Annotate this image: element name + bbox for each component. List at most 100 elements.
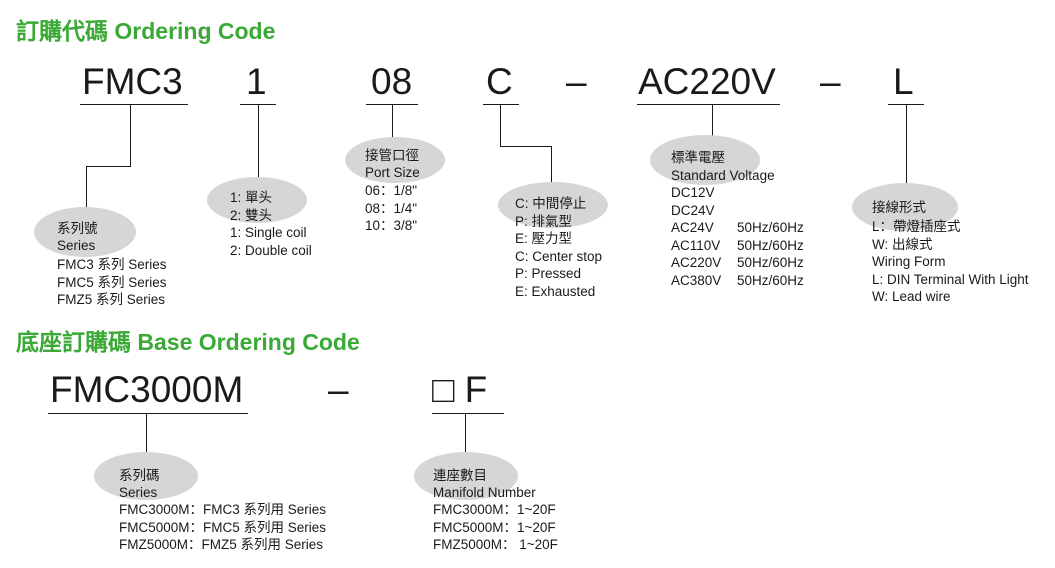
code-dash-2: – [820,61,841,102]
series-title-cn: 系列號 [57,221,98,236]
connector-position-v2 [551,146,552,186]
underline-position [483,104,519,105]
voltage-value: AC110V [671,237,721,253]
list-item: 10：3/8" [365,218,418,233]
list-item: 08：1/4" [365,200,418,216]
base-code-manifold: □ F [432,369,488,410]
list-item: DC24V [671,202,804,220]
voltage-title-en: Standard Voltage [671,168,775,183]
manifold-title-cn: 連座數目 [433,468,487,483]
series-label-blob [34,207,136,257]
list-item: C: Center stop [515,248,603,264]
list-item: P: 排氣型 [515,213,573,229]
list-item: FMZ5000M： 1~20F [433,537,558,552]
list-item: 1: Single coil [230,225,307,240]
code-voltage: AC220V [638,61,776,102]
ordering-code-title: 訂購代碼 Ordering Code [16,18,276,44]
code-series: FMC3 [82,61,183,102]
base-code-series: FMC3000M [50,369,244,410]
connector-series-h [86,166,131,167]
code-dash-1: – [566,61,587,102]
list-item: FMZ5 系列 Series [57,292,166,307]
base-series-title-cn: 系列碼 [119,468,160,483]
list-item: FMC3000M：FMC3 系列用 Series [119,502,327,517]
base-underline-manifold [432,413,504,414]
port-list: 06：1/8" 08：1/4" 10：3/8" [365,182,417,235]
port-label-blob [345,137,445,183]
voltage-value: DC12V [671,185,715,200]
list-item: FMC3 系列 Series [57,257,167,272]
connector-wiring [906,104,907,186]
list-item: AC24V 50Hz/60Hz [671,219,804,237]
list-item: W: Lead wire [872,289,951,304]
list-item: FMC5 系列 Series [57,274,167,290]
list-item: AC110V 50Hz/60Hz [671,237,804,255]
base-underline-series [48,413,248,414]
base-series-title-en: Series [119,485,158,500]
frequency-value: 50Hz/60Hz [737,272,804,288]
connector-position-v1 [500,104,501,146]
code-coil: 1 [246,61,267,102]
coil-list: 1: 單头 2: 雙头 1: Single coil 2: Double coi… [230,189,312,259]
code-position: C [486,61,513,102]
list-item: FMC5000M：1~20F [433,519,556,535]
frequency-value: 50Hz/60Hz [737,255,804,270]
list-item: W: 出線式 [872,236,933,252]
list-item: 1: 單头 [230,190,273,205]
series-list: FMC3 系列 Series FMC5 系列 Series FMZ5 系列 Se… [57,256,167,309]
base-series-label-blob [94,452,198,500]
list-item: C: 中間停止 [515,196,587,211]
base-ordering-code-title: 底座訂購碼 Base Ordering Code [16,329,360,355]
connector-series-v1 [130,104,131,166]
base-connector-series [146,413,147,453]
voltage-value: DC24V [671,202,715,218]
underline-series [80,104,188,105]
voltage-label-blob [650,135,760,185]
underline-voltage [637,104,780,105]
list-item: P: Pressed [515,266,582,281]
list-item: L: DIN Terminal With Light [872,271,1029,287]
list-item: 2: 雙头 [230,207,273,223]
voltage-title-cn: 標準電壓 [671,150,725,165]
list-item: AC220V 50Hz/60Hz [671,254,804,272]
wiring-label-blob [852,183,958,231]
base-connector-manifold [465,413,466,453]
voltage-list: DC12V DC24V AC24V 50Hz/60Hz AC110V 50Hz/60… [671,184,804,289]
manifold-list: FMC3000M：1~20F FMC5000M：1~20F FMZ5000M： … [433,501,558,554]
wiring-list: L：帶燈插座式 W: 出線式 Wiring Form L: DIN Termin… [872,218,1029,306]
voltage-value: AC220V [671,255,722,270]
voltage-value: AC24V [671,220,714,235]
list-item: 06：1/8" [365,183,418,198]
code-wiring: L [893,61,914,102]
port-title-en: Port Size [365,165,420,180]
list-item: FMZ5000M：FMZ5 系列用 Series [119,537,324,552]
connector-coil [258,104,259,180]
connector-voltage [712,104,713,140]
connector-position-h [500,146,552,147]
manifold-title-en: Manifold Number [433,485,536,500]
code-port: 08 [371,61,413,102]
position-label-blob [498,182,608,228]
list-item: Wiring Form [872,254,946,269]
position-list: C: 中間停止 P: 排氣型 E: 壓力型 C: Center stop P: … [515,195,602,300]
list-item: E: Exhausted [515,283,596,299]
frequency-value: 50Hz/60Hz [737,220,804,235]
frequency-value: 50Hz/60Hz [737,237,804,253]
connector-port [392,104,393,140]
list-item: AC380V 50Hz/60Hz [671,272,804,290]
series-title-en: Series [57,238,96,253]
base-code-dash: – [328,369,349,410]
list-item: DC12V [671,184,804,202]
list-item: FMC3000M：1~20F [433,502,556,517]
voltage-value: AC380V [671,272,722,288]
wiring-title-cn: 接線形式 [872,200,926,215]
connector-series-v2 [86,166,87,216]
list-item: E: 壓力型 [515,231,573,246]
list-item: FMC5000M：FMC5 系列用 Series [119,519,327,535]
list-item: L：帶燈插座式 [872,219,961,234]
list-item: 2: Double coil [230,242,312,258]
base-series-list: FMC3000M：FMC3 系列用 Series FMC5000M：FMC5 系… [119,501,326,554]
coil-label-blob [207,177,307,223]
manifold-label-blob [414,452,518,500]
port-title-cn: 接管口徑 [365,148,419,163]
